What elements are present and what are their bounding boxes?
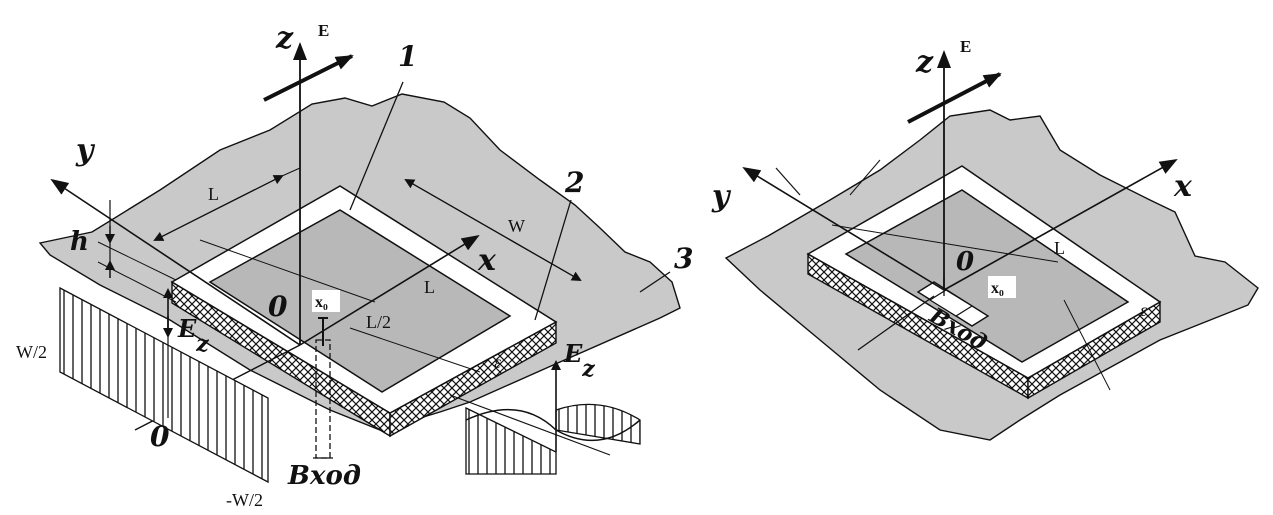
origin-label-right: 0 bbox=[956, 247, 974, 277]
patch-right bbox=[844, 189, 1130, 363]
ez-distribution-right bbox=[449, 360, 641, 475]
origin-lower-label-left: 0 bbox=[150, 420, 170, 453]
axis-x-label-right: x bbox=[1173, 169, 1193, 204]
x-axis-left bbox=[299, 234, 480, 346]
dim-L-top-label: L bbox=[208, 184, 219, 204]
number-3-label: 3 bbox=[674, 242, 693, 275]
feed-x0-label-right: x₀ bbox=[991, 280, 1004, 297]
dim-L-mid-label: L bbox=[424, 277, 435, 297]
eps-label-right: ε bbox=[1140, 300, 1148, 320]
number-1-label: 1 bbox=[398, 40, 417, 73]
ez-left-label: Ez bbox=[177, 314, 209, 357]
x-axis-right bbox=[943, 159, 1178, 291]
e-vector-right bbox=[907, 72, 1002, 124]
eps-label-left: ε bbox=[494, 352, 502, 372]
e-vector-label-right: E⃗ bbox=[960, 37, 985, 56]
y-axis-left bbox=[50, 178, 301, 346]
dim-L-half-label: L/2 bbox=[366, 312, 391, 332]
left-figure: z E⃗ y x 1 2 3 h L W L L/2 0 0 x₀ ε Ez E… bbox=[16, 21, 693, 510]
y-axis-right bbox=[742, 166, 945, 291]
dim-W-label: W bbox=[508, 216, 525, 236]
axis-x-label-left: x bbox=[477, 243, 497, 278]
input-label-left: Вход bbox=[287, 461, 361, 491]
right-figure: z E⃗ y x 0 L x₀ ε Вход bbox=[711, 37, 1259, 441]
patch-left bbox=[208, 209, 512, 393]
number-2-label: 2 bbox=[564, 166, 584, 199]
ez-distribution-left bbox=[59, 286, 269, 484]
w-half-pos-label: W/2 bbox=[16, 342, 47, 362]
h-label: h bbox=[70, 227, 89, 257]
dim-L-label-right: L bbox=[1054, 238, 1065, 258]
axis-z-label-right: z bbox=[915, 45, 934, 80]
ez-right-label: Ez bbox=[563, 339, 595, 382]
e-vector-left bbox=[263, 54, 354, 102]
axis-y-label-right: y bbox=[711, 179, 732, 214]
e-vector-label-left: E⃗ bbox=[318, 21, 343, 40]
axis-z-label-left: z bbox=[275, 21, 294, 56]
axis-y-label-left: y bbox=[75, 133, 96, 168]
origin-label-left: 0 bbox=[268, 290, 288, 323]
w-half-neg-label: -W/2 bbox=[226, 490, 263, 510]
feed-x0-label-left: x₀ bbox=[315, 294, 328, 311]
